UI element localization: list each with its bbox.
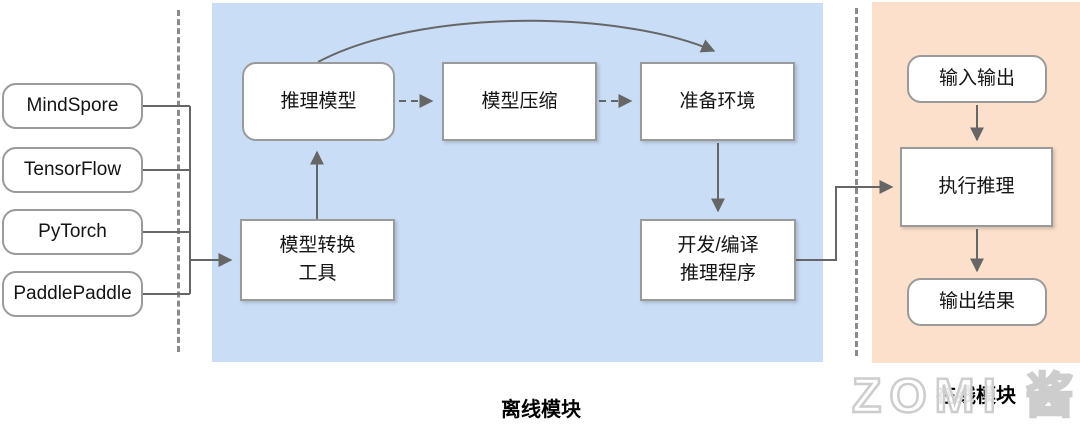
node-mindspore: MindSpore [2,83,143,129]
node-output-result-label: 输出结果 [938,291,1015,312]
node-prepare-env: 准备环境 [640,62,795,141]
node-tensorflow: TensorFlow [2,147,143,193]
node-run-inference: 执行推理 [900,147,1053,227]
node-pytorch-label: PyTorch [38,221,107,242]
node-paddlepaddle: PaddlePaddle [2,271,143,317]
zomi-watermark: ZOMI 酱 [851,369,1080,425]
node-develop-compile: 开发/编译 推理程序 [640,219,796,301]
node-mindspore-label: MindSpore [26,95,119,116]
node-develop-compile-line1: 开发/编译 [677,235,759,256]
node-model-convert-line2: 工具 [298,263,337,284]
node-run-inference-label: 执行推理 [938,176,1015,197]
right-dashed-separator [855,8,858,356]
node-inference-model-label: 推理模型 [280,90,357,112]
arrow-develop-compile-to-run-inference [796,180,894,261]
node-prepare-env-label: 准备环境 [679,90,756,112]
node-output-result: 输出结果 [907,278,1047,326]
node-pytorch: PyTorch [2,209,143,255]
offline-module-label: 离线模块 [501,399,581,421]
node-inference-model: 推理模型 [242,62,395,141]
node-input-output: 输入输出 [907,55,1047,103]
node-model-convert-line1: 模型转换 [279,235,356,256]
arc-inference-model-to-prepare-env [317,19,716,63]
left-dashed-separator [177,10,180,352]
node-model-compression-label: 模型压缩 [481,90,558,112]
node-develop-compile-line2: 推理程序 [679,263,756,284]
node-model-convert-tool: 模型转换 工具 [240,219,395,301]
node-tensorflow-label: TensorFlow [23,159,122,180]
node-paddlepaddle-label: PaddlePaddle [13,283,132,304]
node-model-compression: 模型压缩 [442,62,597,141]
node-input-output-label: 输入输出 [938,68,1015,89]
online-module-label: 在线模块 [936,385,1016,407]
